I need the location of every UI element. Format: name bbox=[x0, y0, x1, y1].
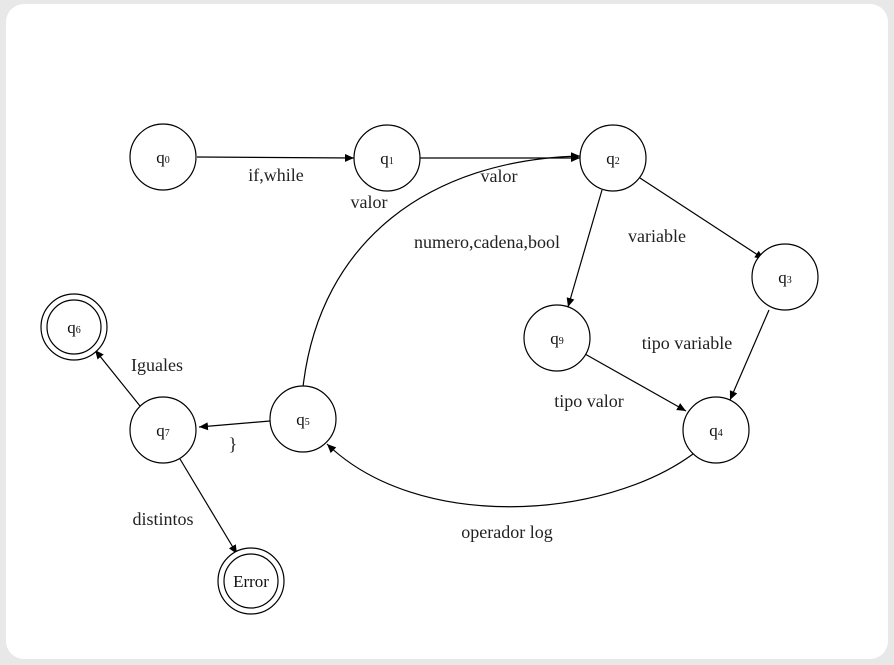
label-q5-q7: } bbox=[229, 434, 238, 454]
svg-text:q4: q4 bbox=[709, 421, 723, 440]
state-q0: q0 bbox=[129, 123, 197, 191]
state-q4: q4 bbox=[682, 396, 750, 464]
svg-text:q7: q7 bbox=[156, 421, 170, 440]
label-q2-q9: numero,cadena,bool bbox=[414, 232, 560, 252]
edge-q2-q3 bbox=[639, 177, 765, 260]
state-q1: q1 bbox=[353, 124, 421, 192]
edge-q5-q2 bbox=[302, 152, 581, 388]
svg-text:Error: Error bbox=[233, 572, 269, 591]
state-q3: q3 bbox=[751, 243, 819, 311]
state-q5: q5 bbox=[269, 385, 337, 453]
svg-text:q6: q6 bbox=[67, 318, 81, 337]
edge-q9-q4 bbox=[584, 353, 687, 412]
label-q9-q4: tipo valor bbox=[554, 391, 624, 411]
svg-text:q1: q1 bbox=[380, 149, 394, 168]
edge-q7-q6 bbox=[94, 349, 141, 407]
diagram-card bbox=[6, 4, 888, 659]
edge-q7-error bbox=[179, 458, 238, 555]
label-q4-q5: operador log bbox=[461, 522, 552, 542]
label-q0-q1: if,while bbox=[248, 165, 304, 185]
svg-text:q0: q0 bbox=[156, 148, 170, 167]
svg-text:q9: q9 bbox=[550, 329, 564, 348]
state-q2: q2 bbox=[579, 124, 647, 192]
edge-q0-q1 bbox=[196, 153, 355, 162]
state-q9: q9 bbox=[523, 304, 591, 372]
label-q3-q4: tipo variable bbox=[642, 333, 732, 353]
label-q2-q3: variable bbox=[628, 226, 686, 246]
state-error-accepting: Error bbox=[217, 547, 285, 615]
label-q1-extra: valor bbox=[351, 192, 388, 212]
edge-q4-q5 bbox=[326, 443, 694, 508]
edge-q2-q9 bbox=[566, 189, 603, 308]
state-q6-accepting: q6 bbox=[40, 293, 108, 361]
state-q7: q7 bbox=[129, 396, 197, 464]
edge-q3-q4 bbox=[729, 309, 770, 401]
label-q1-q2: valor bbox=[481, 166, 518, 186]
edge-q5-q7 bbox=[198, 420, 271, 431]
label-q7-error: distintos bbox=[132, 509, 193, 529]
svg-text:q3: q3 bbox=[778, 268, 792, 287]
svg-text:q2: q2 bbox=[606, 149, 620, 168]
svg-text:q5: q5 bbox=[296, 410, 310, 429]
label-q7-q6: Iguales bbox=[131, 355, 183, 375]
